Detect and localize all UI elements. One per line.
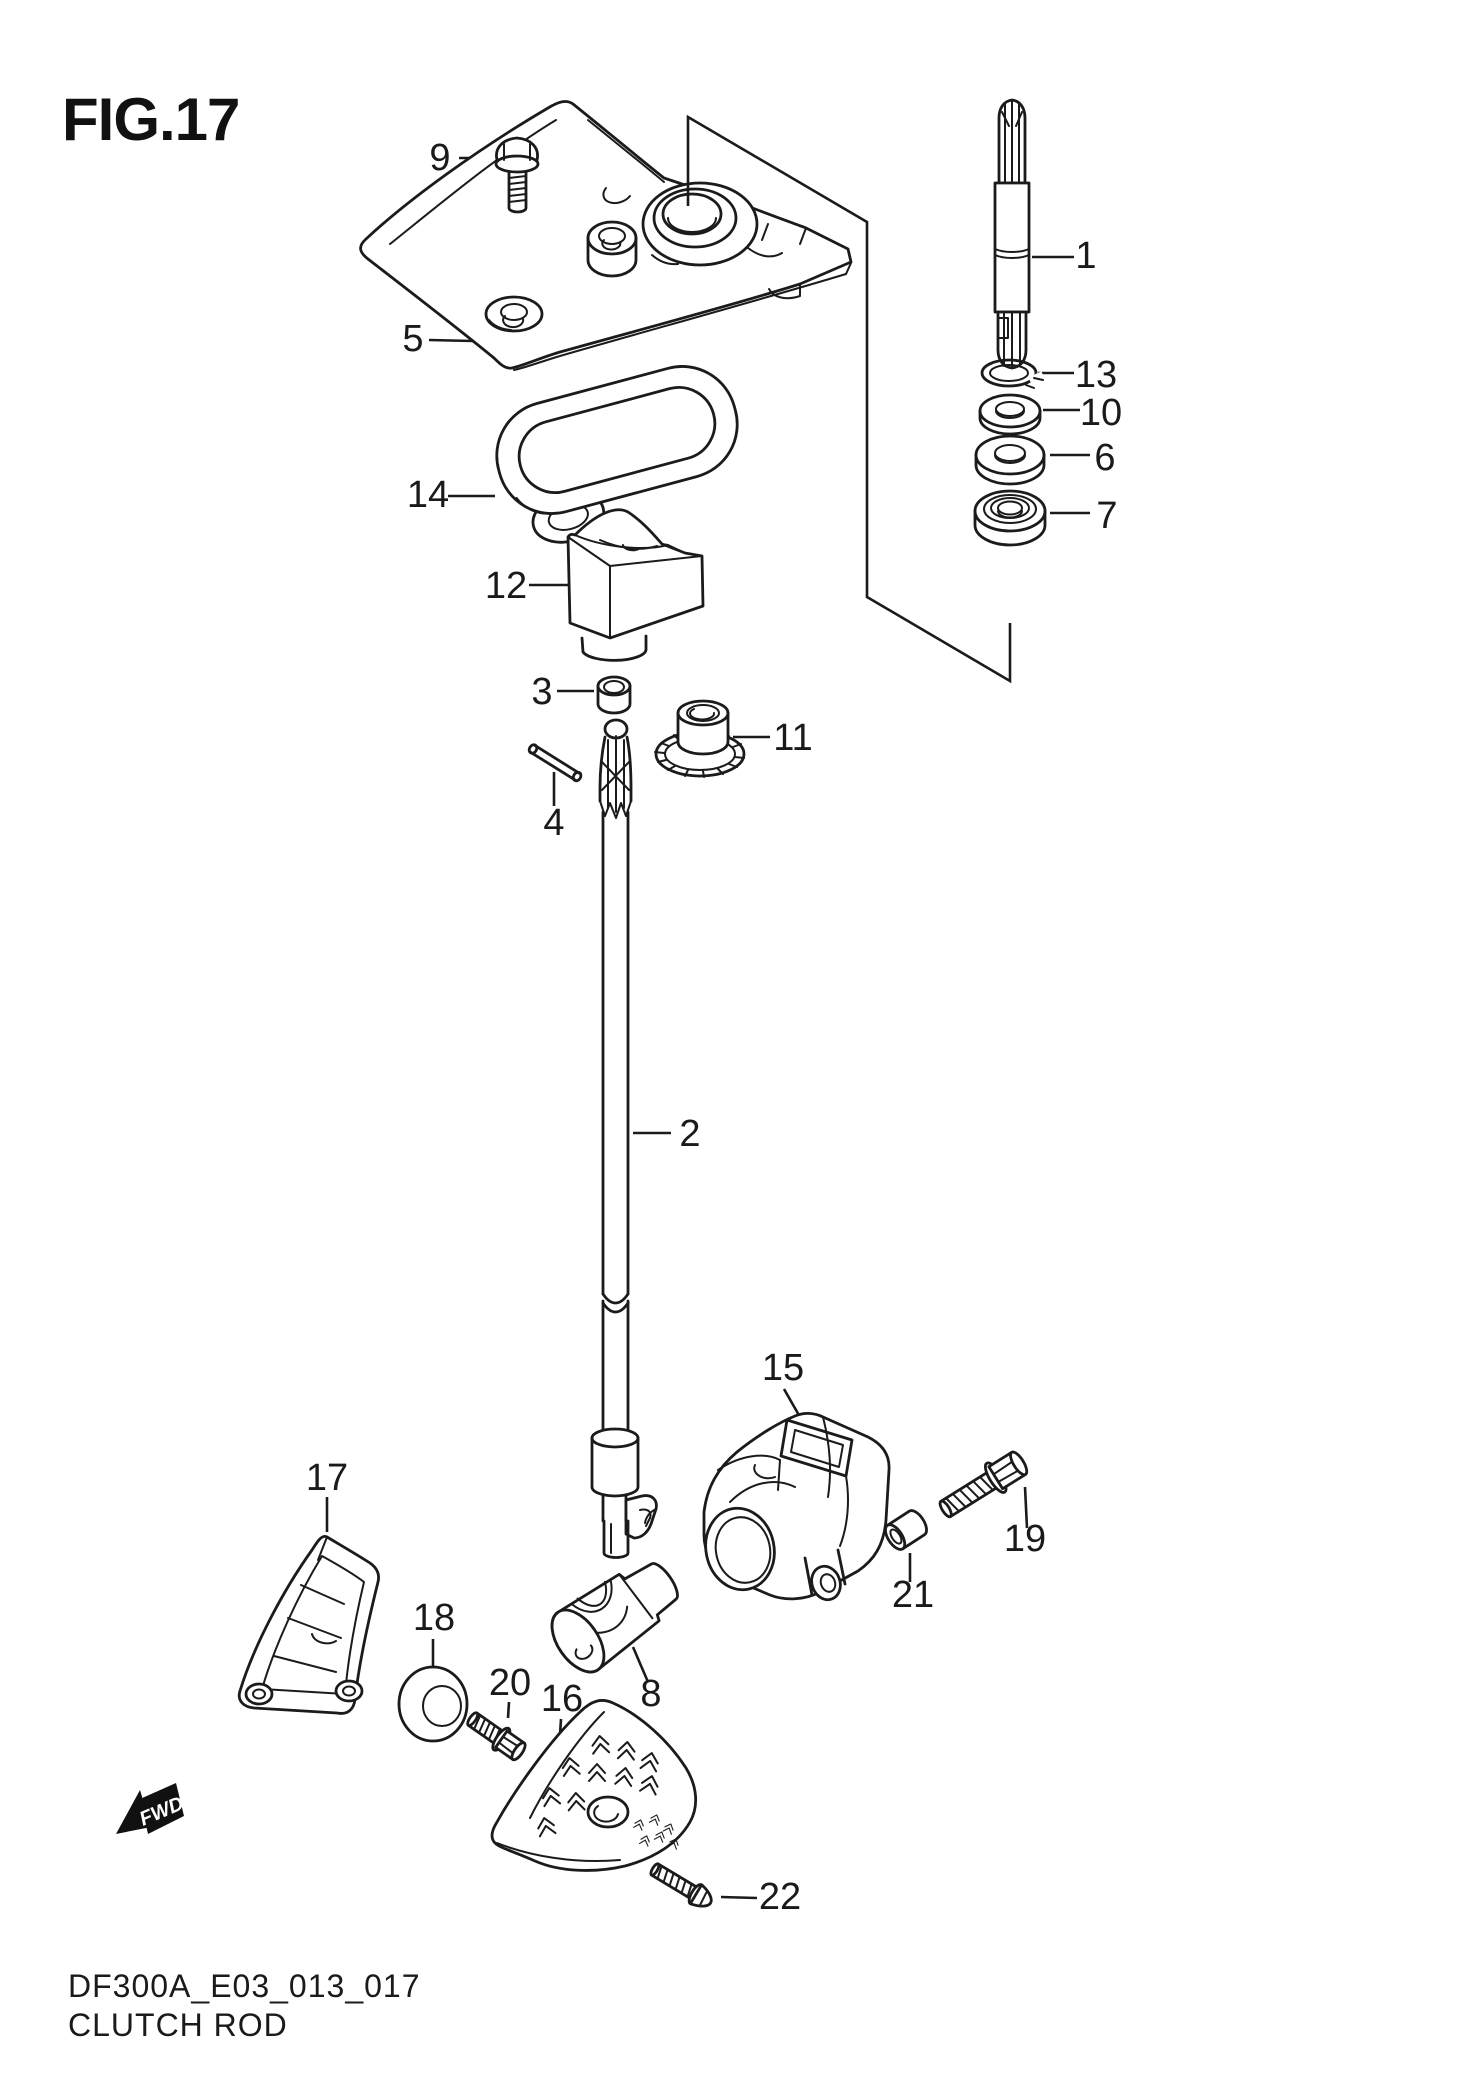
part-15-shifter-housing bbox=[702, 1412, 891, 1602]
part-label-2: 2 bbox=[679, 1113, 700, 1155]
part-1-clutch-shaft bbox=[993, 98, 1031, 370]
part-label-3: 3 bbox=[531, 671, 552, 713]
part-18-grommet bbox=[397, 1665, 469, 1743]
part-label-21: 21 bbox=[892, 1574, 934, 1616]
figure-title: FIG.17 bbox=[62, 86, 239, 153]
part-12-clutch-cam bbox=[566, 508, 705, 662]
part-14-gasket bbox=[495, 365, 739, 544]
leader-line-20 bbox=[506, 1701, 511, 1719]
part-number-labels: 1 2 3 4 5 6 7 8 9 10 11 12 13 14 15 16 1… bbox=[306, 137, 1122, 1918]
part-10-washer bbox=[978, 393, 1042, 436]
part-label-11: 11 bbox=[773, 717, 812, 759]
part-label-12: 12 bbox=[485, 565, 527, 607]
leader-line-19 bbox=[1023, 1486, 1029, 1529]
part-label-16: 16 bbox=[541, 1678, 583, 1720]
part-label-9: 9 bbox=[429, 137, 450, 179]
part-label-14: 14 bbox=[407, 474, 449, 516]
leader-line-8 bbox=[631, 1646, 650, 1683]
part-9-bolt bbox=[494, 136, 540, 214]
part-label-4: 4 bbox=[543, 802, 564, 844]
part-label-18: 18 bbox=[413, 1597, 455, 1639]
part-label-1: 1 bbox=[1075, 235, 1096, 277]
part-label-22: 22 bbox=[759, 1876, 801, 1918]
part-label-20: 20 bbox=[489, 1662, 531, 1704]
part-22-screw bbox=[649, 1862, 713, 1908]
part-20-bolt bbox=[466, 1711, 527, 1762]
fwd-plate bbox=[140, 1783, 184, 1834]
part-13-snap-ring bbox=[980, 358, 1045, 389]
part-label-5: 5 bbox=[402, 318, 423, 360]
leader-lines bbox=[325, 156, 1090, 1900]
figure-caption: CLUTCH ROD bbox=[68, 2007, 288, 2043]
leader-line-15 bbox=[782, 1388, 802, 1418]
figure-part-code: DF300A_E03_013_017 bbox=[68, 1968, 421, 2004]
part-21-spacer bbox=[884, 1509, 928, 1551]
part-16-cover bbox=[490, 1699, 697, 1872]
fwd-marker: FWD bbox=[116, 1783, 187, 1834]
part-label-10: 10 bbox=[1080, 392, 1122, 434]
leader-line-22 bbox=[720, 1895, 758, 1900]
part-label-7: 7 bbox=[1096, 495, 1117, 537]
part-label-19: 19 bbox=[1004, 1518, 1046, 1560]
part-label-17: 17 bbox=[306, 1457, 348, 1499]
part-8-clutch-rod-joint bbox=[550, 1562, 679, 1674]
part-2-clutch-rod bbox=[590, 718, 658, 1559]
part-3-bushing bbox=[596, 675, 632, 715]
part-label-15: 15 bbox=[762, 1347, 804, 1389]
part-11-gear bbox=[654, 699, 746, 778]
part-label-6: 6 bbox=[1094, 437, 1115, 479]
part-19-bolt bbox=[938, 1450, 1029, 1519]
part-7-oil-seal bbox=[973, 489, 1047, 547]
part-label-13: 13 bbox=[1075, 354, 1117, 396]
assembly-leader-line bbox=[686, 114, 1012, 684]
part-5-clutch-bracket bbox=[359, 100, 853, 371]
part-6-washer bbox=[974, 434, 1046, 486]
part-17-cover bbox=[237, 1534, 380, 1715]
part-label-8: 8 bbox=[640, 1673, 661, 1715]
leader-line-5 bbox=[428, 338, 474, 343]
part-4-pin bbox=[527, 743, 583, 783]
